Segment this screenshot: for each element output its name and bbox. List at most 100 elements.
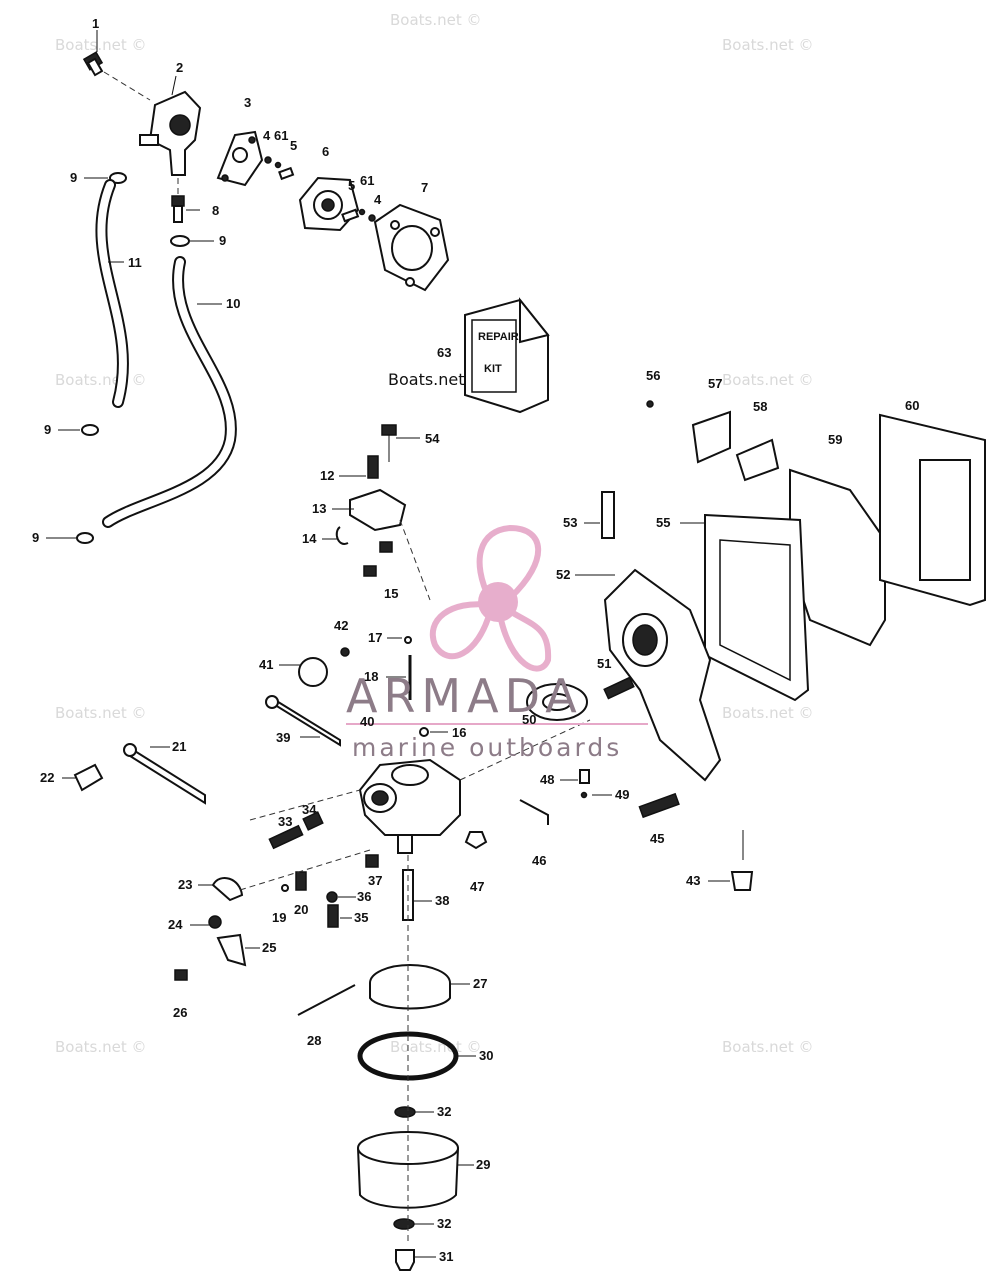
part-5-plate (341, 208, 360, 223)
callout-7: 7 (421, 180, 428, 195)
callout-16: 16 (452, 725, 466, 740)
callout-2: 2 (176, 60, 183, 75)
callout-9: 9 (32, 530, 39, 545)
part-7-plate (373, 203, 450, 292)
part-61-washer (358, 208, 366, 216)
callout-4: 4 (263, 128, 271, 143)
callout-61: 61 (274, 128, 288, 143)
callout-27: 27 (473, 976, 487, 991)
callout-33: 33 (278, 814, 292, 829)
callout-8: 8 (212, 203, 219, 218)
part-54-screw (381, 424, 397, 436)
callout-38: 38 (435, 893, 449, 908)
callout-35: 35 (354, 910, 368, 925)
part-48-pin (579, 769, 590, 784)
callout-42: 42 (334, 618, 348, 633)
callout-63: 63 (437, 345, 451, 360)
armada-brand-text: ARMADA (346, 669, 583, 723)
callout-46: 46 (532, 853, 546, 868)
callout-5: 5 (348, 178, 355, 193)
part-55-gasket (704, 513, 810, 702)
callout-9: 9 (44, 422, 51, 437)
callout-41: 41 (259, 657, 273, 672)
watermark: Boats.net © (722, 1038, 814, 1056)
callout-37: 37 (368, 873, 382, 888)
part-49-clip (580, 791, 588, 799)
part-3-gasket (216, 130, 264, 187)
part-43-plug (730, 871, 754, 891)
callout-26: 26 (173, 1005, 187, 1020)
armada-logo: ARMADA marine outboards (346, 524, 648, 762)
watermark: Boats.net © (55, 36, 147, 54)
callout-6: 6 (322, 144, 329, 159)
callout-34: 34 (302, 802, 317, 817)
callout-5: 5 (290, 138, 297, 153)
part-9-clamp (109, 172, 127, 184)
part-21-shaft (129, 746, 206, 805)
callout-57: 57 (708, 376, 722, 391)
callout-43: 43 (686, 873, 700, 888)
watermark: Boats.net © (390, 1038, 482, 1056)
callout-54: 54 (425, 431, 440, 446)
part-15-nut (379, 541, 393, 553)
callout-58: 58 (753, 399, 767, 414)
callout-32: 32 (437, 1216, 451, 1231)
callout-61: 61 (360, 173, 374, 188)
callout-51: 51 (597, 656, 611, 671)
callout-labels: 1 2 3 4 61 5 6 5 61 4 7 8 9 9 11 10 63 9… (32, 16, 919, 1264)
part-4-screw (264, 156, 272, 164)
callout-10: 10 (226, 296, 240, 311)
fuel-pump-group (76, 51, 450, 544)
callout-17: 17 (368, 630, 382, 645)
part-35-jet (327, 904, 339, 928)
callout-23: 23 (178, 877, 192, 892)
propeller-logo-icon (430, 524, 552, 672)
watermark: Boats.net © (55, 371, 147, 389)
part-60-gasket (879, 413, 986, 607)
part-22-arm (73, 763, 104, 792)
watermark: Boats.net © (390, 11, 482, 29)
callout-32: 32 (437, 1104, 451, 1119)
callout-29: 29 (476, 1157, 490, 1172)
callout-39: 39 (276, 730, 290, 745)
part-34-spring (302, 811, 324, 831)
callout-60: 60 (905, 398, 919, 413)
callout-19: 19 (272, 910, 286, 925)
part-32-washer (393, 1218, 415, 1230)
repair-kit-watermark: Boats.net (388, 370, 465, 389)
carburetor-group (73, 636, 591, 1271)
callout-36: 36 (357, 889, 371, 904)
part-4-screw (368, 214, 376, 222)
part-33-screw (268, 824, 304, 850)
part-23-cam (211, 876, 244, 902)
part-14-clip (335, 526, 349, 545)
part-12-screw (367, 455, 379, 479)
callout-52: 52 (556, 567, 570, 582)
armada-tagline-text: marine outboards (352, 733, 622, 762)
part-13-bracket (349, 488, 407, 532)
part-8-fitting (171, 195, 185, 223)
callout-1: 1 (92, 16, 99, 31)
part-36-washer (326, 891, 338, 903)
callout-11: 11 (128, 255, 142, 270)
part-32-washer (394, 1106, 416, 1118)
part-60-window (919, 459, 971, 581)
callout-25: 25 (262, 940, 276, 955)
part-61-washer (274, 161, 282, 169)
part-37-plug (365, 854, 379, 868)
part-9-clamp (170, 235, 190, 247)
part-11-hose-inner (97, 181, 127, 406)
part-9-clamp (81, 424, 99, 436)
part-47-nut (464, 831, 488, 850)
watermark: Boats.net © (55, 1038, 147, 1056)
part-9-clamp (76, 532, 94, 544)
part-42-screw (340, 647, 350, 657)
callout-31: 31 (439, 1249, 453, 1264)
repair-kit-label-line1: REPAIR (478, 331, 519, 343)
part-28-pin (297, 984, 356, 1016)
carburetor-body (358, 758, 461, 836)
leader-lines (46, 30, 730, 1258)
callout-55: 55 (656, 515, 670, 530)
part-57-stop (691, 410, 731, 464)
